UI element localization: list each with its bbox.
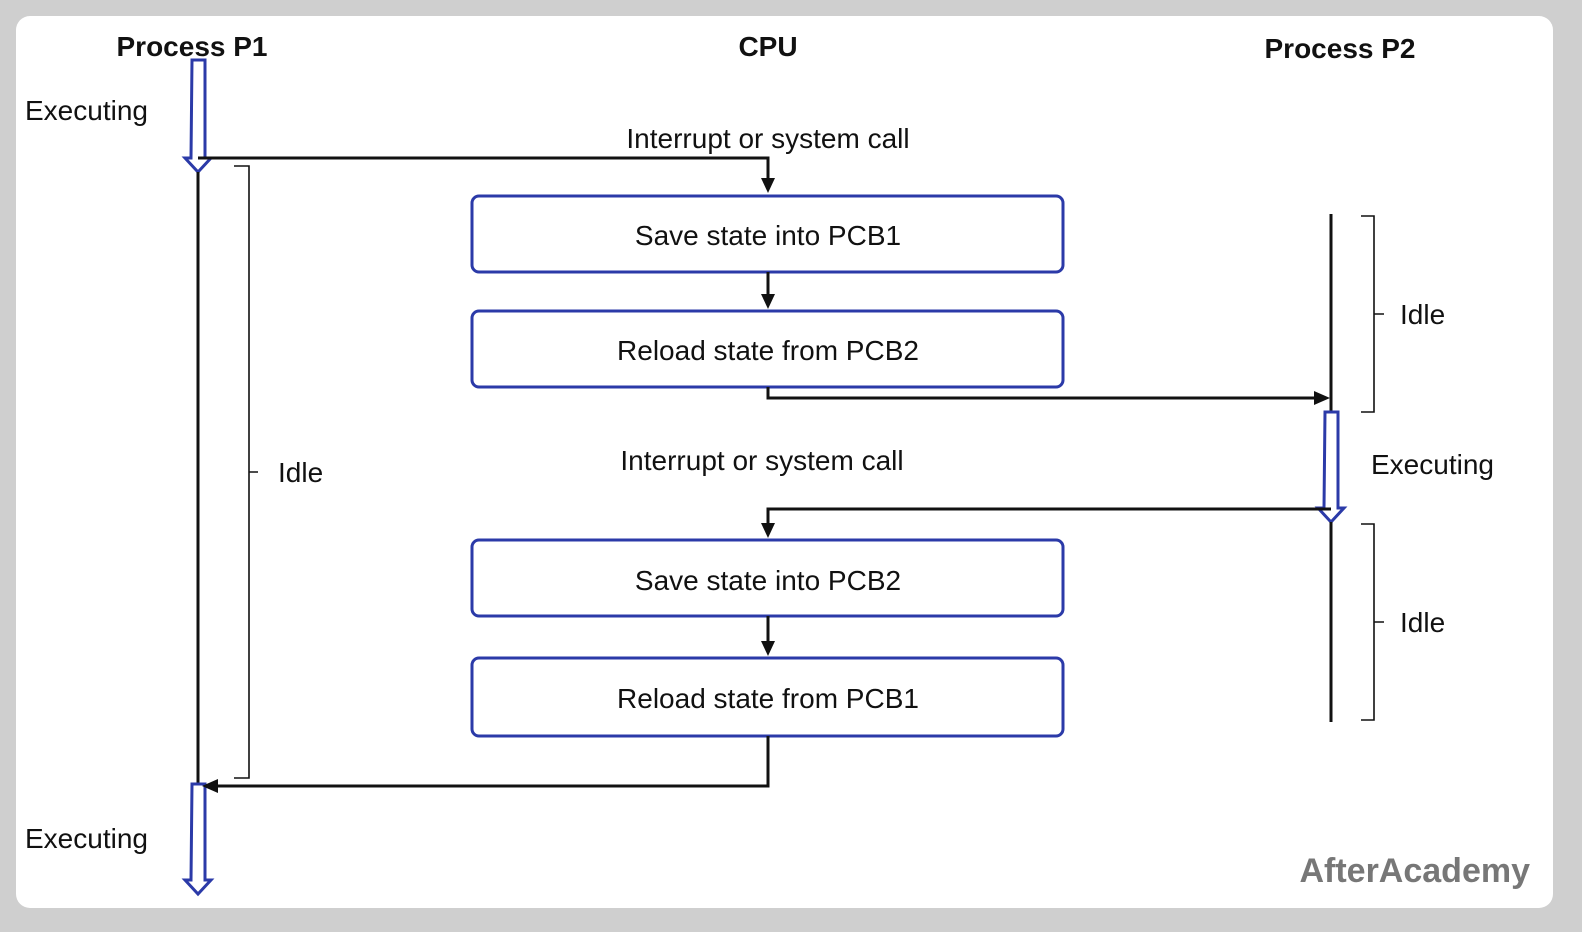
header-process-p2: Process P2 xyxy=(1265,33,1416,64)
p1-executing-label-bottom: Executing xyxy=(25,823,148,854)
header-process-p1: Process P1 xyxy=(117,31,268,62)
arrowhead-to-p2 xyxy=(1314,391,1330,405)
interrupt-label-1: Interrupt or system call xyxy=(626,123,909,154)
p1-executing-label-top: Executing xyxy=(25,95,148,126)
arrow-to-p2 xyxy=(766,387,1318,400)
brand-watermark: AfterAcademy xyxy=(1299,852,1530,890)
arrowhead-interrupt-2 xyxy=(761,523,775,538)
p2-idle-bracket-top xyxy=(1361,215,1384,413)
box-reload-state-pcb2-label: Reload state from PCB2 xyxy=(617,335,919,366)
p1-executing-arrow-bottom xyxy=(181,782,215,897)
p2-executing-label: Executing xyxy=(1371,449,1494,480)
arrowhead-interrupt-1 xyxy=(761,178,775,193)
diagram-card: Process P1 CPU Process P2 Executing Idle… xyxy=(16,16,1553,908)
arrowhead-save2-to-reload1 xyxy=(761,641,775,656)
p2-executing-arrow xyxy=(1314,410,1348,525)
interrupt-label-2: Interrupt or system call xyxy=(620,445,903,476)
interrupt-arrow-1 xyxy=(198,156,770,180)
p1-executing-arrow-top xyxy=(181,58,215,175)
p2-idle-label-top: Idle xyxy=(1400,299,1445,330)
p2-idle-label-bottom: Idle xyxy=(1400,607,1445,638)
box-save-state-pcb1-label: Save state into PCB1 xyxy=(635,220,901,251)
interrupt-arrow-2 xyxy=(766,507,1331,525)
process-context-switch-diagram: Process P1 CPU Process P2 Executing Idle… xyxy=(25,31,1530,897)
p1-idle-label: Idle xyxy=(278,457,323,488)
p2-idle-bracket-bottom xyxy=(1361,523,1384,721)
arrowhead-return-to-p1 xyxy=(202,779,218,793)
arrowhead-save1-to-reload2 xyxy=(761,294,775,309)
arrow-return-to-p1 xyxy=(214,736,770,788)
p1-idle-bracket xyxy=(234,165,258,779)
box-save-state-pcb2-label: Save state into PCB2 xyxy=(635,565,901,596)
box-reload-state-pcb1-label: Reload state from PCB1 xyxy=(617,683,919,714)
header-cpu: CPU xyxy=(738,31,797,62)
